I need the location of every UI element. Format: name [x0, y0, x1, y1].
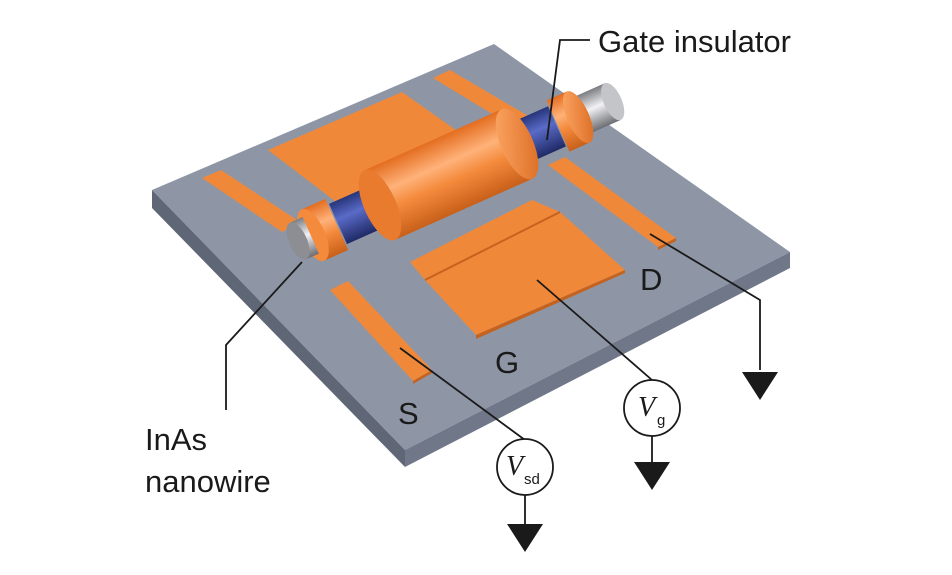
- vsd-subscript: sd: [524, 471, 540, 488]
- source-label: S: [398, 396, 419, 431]
- vg-subscript: g: [657, 412, 665, 429]
- drain-strip-front: [548, 157, 676, 247]
- vsd-meter: V sd: [496, 438, 554, 496]
- vsd-meter-circle: [496, 438, 554, 496]
- wire-core-left: [286, 217, 319, 260]
- wire-collar-right: [546, 91, 594, 152]
- vg-symbol: V: [638, 392, 658, 423]
- gate-electrode: [268, 92, 625, 339]
- substrate-front-side: [405, 252, 790, 467]
- vg-meter: V g: [623, 379, 681, 437]
- gate-pad-front-lower: [425, 212, 625, 335]
- source-strip-front-edge: [413, 370, 432, 384]
- vsd-ground-arrow: [507, 524, 543, 552]
- nanowire-leader: [225, 261, 303, 410]
- nanowire-label-line2: nanowire: [145, 464, 271, 499]
- gate-lead-to-vg: [536, 279, 653, 381]
- source-strip-front: [330, 281, 432, 381]
- vsd-symbol: V: [506, 451, 526, 482]
- drain-label: D: [640, 262, 662, 297]
- vg-ground-arrow: [634, 462, 670, 490]
- gate-label: G: [495, 345, 519, 380]
- nanowire-assembly: [286, 82, 625, 262]
- source-electrode: [202, 170, 432, 384]
- wire-collar-left: [297, 198, 349, 262]
- vg-meter-circle: [623, 379, 681, 437]
- drain-ground-arrow: [742, 372, 778, 400]
- gate-pad-back: [268, 92, 470, 205]
- substrate-left-side: [152, 190, 405, 467]
- gate-pad-front: [410, 200, 560, 280]
- gate-sleeve: [358, 108, 539, 241]
- gate-pad-seam: [424, 211, 561, 281]
- drain-lead: [649, 233, 761, 370]
- gate-pad-front-edge: [476, 270, 625, 339]
- gate-insulator-leader: [546, 39, 590, 141]
- nanowire-label-line1: InAs: [145, 422, 207, 457]
- leader-lines: [225, 39, 761, 525]
- gate-insulator-label: Gate insulator: [598, 24, 791, 59]
- source-strip-back: [202, 170, 300, 232]
- source-lead-to-vsd: [399, 347, 526, 441]
